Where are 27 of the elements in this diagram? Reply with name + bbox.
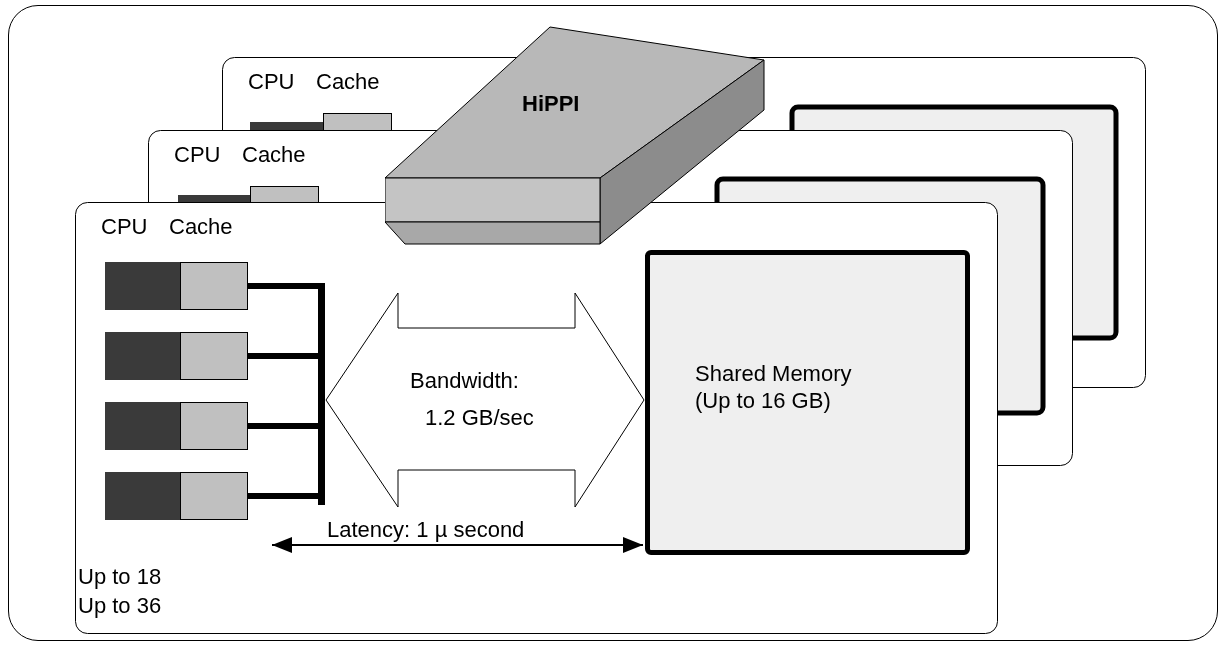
- column-heading: CPU: [101, 216, 148, 238]
- bus-line: [248, 493, 318, 499]
- hippi-label: HiPPI: [522, 93, 580, 115]
- processor-note: Up to 18: [78, 566, 162, 588]
- bus-bar: [318, 283, 325, 505]
- cpu-chip: [105, 472, 180, 520]
- cache-chip: [180, 472, 248, 520]
- bandwidth-value: 1.2 GB/sec: [425, 407, 534, 429]
- bus-line: [248, 353, 318, 359]
- column-heading: Cache: [242, 144, 306, 166]
- column-heading: CPU: [174, 144, 221, 166]
- bandwidth-label: Bandwidth:: [410, 370, 519, 392]
- bus-line: [248, 423, 318, 429]
- cache-chip: [180, 262, 248, 310]
- cpu-chip: [105, 402, 180, 450]
- cache-chip: [180, 332, 248, 380]
- cache-chip: [180, 402, 248, 450]
- cpu-chip: [105, 332, 180, 380]
- memory-label: Shared Memory (Up to 16 GB): [695, 360, 853, 414]
- cpu-chip: [105, 262, 180, 310]
- bus-line: [248, 283, 318, 289]
- column-heading: Cache: [316, 71, 380, 93]
- latency-label: Latency: 1 µ second: [327, 519, 525, 541]
- column-heading: Cache: [169, 216, 233, 238]
- column-heading: CPU: [248, 71, 295, 93]
- memory-box: [645, 250, 970, 555]
- processor-note: Up to 36: [78, 595, 162, 617]
